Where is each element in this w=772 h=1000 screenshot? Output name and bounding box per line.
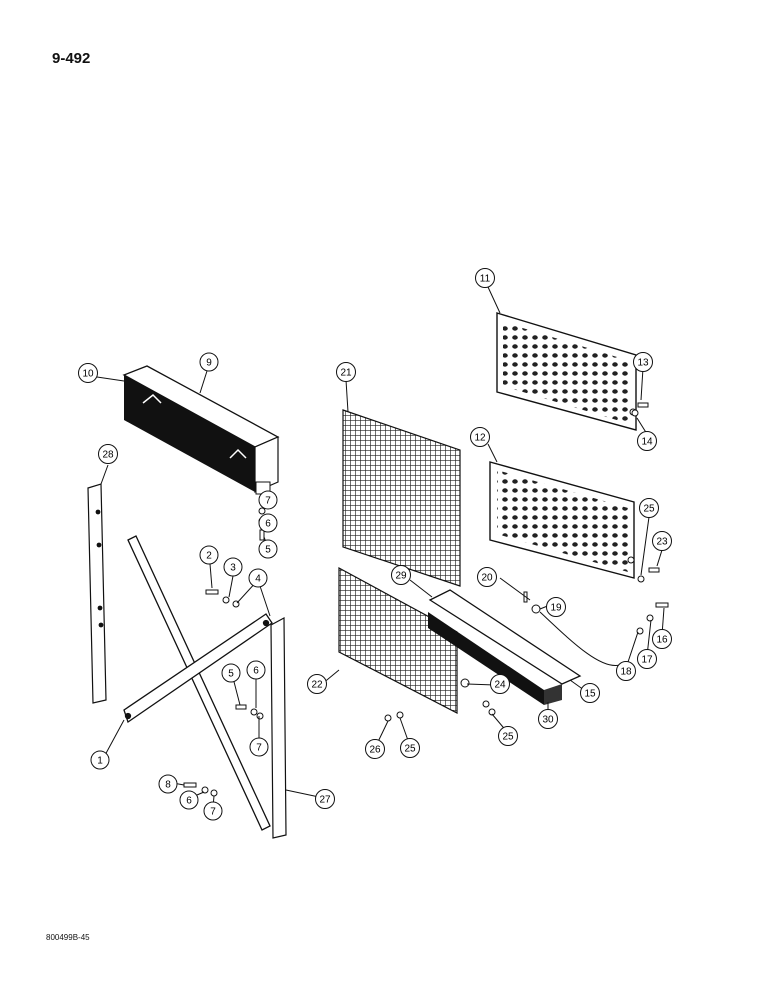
callout-10-label: 10 bbox=[82, 369, 94, 380]
callout-25c-label: 25 bbox=[404, 744, 416, 755]
callout-27-label: 27 bbox=[319, 795, 331, 806]
callout-9: 9 bbox=[199, 352, 219, 372]
callout-1: 1 bbox=[90, 750, 110, 770]
callout-30-label: 30 bbox=[542, 715, 554, 726]
vertical-bar-27 bbox=[270, 617, 287, 839]
callout-5a: 5 bbox=[258, 539, 278, 559]
callout-6b-label: 6 bbox=[253, 666, 259, 677]
callout-16: 16 bbox=[652, 629, 672, 649]
callout-25a: 25 bbox=[639, 498, 659, 518]
callout-7c: 7 bbox=[203, 801, 223, 821]
callout-6a: 6 bbox=[258, 513, 278, 533]
callout-23: 23 bbox=[652, 531, 672, 551]
callout-24-label: 24 bbox=[494, 680, 506, 691]
callout-5a-label: 5 bbox=[265, 545, 271, 556]
callout-20: 20 bbox=[477, 567, 497, 587]
callout-17-label: 17 bbox=[641, 655, 653, 666]
callout-26-label: 26 bbox=[369, 745, 381, 756]
callout-21: 21 bbox=[336, 362, 356, 382]
callout-30: 30 bbox=[538, 709, 558, 729]
x-brace bbox=[123, 535, 273, 831]
callout-11-label: 11 bbox=[480, 274, 491, 285]
callout-6c-label: 6 bbox=[186, 796, 192, 807]
lower-mesh-screen bbox=[338, 566, 458, 714]
callout-6c: 6 bbox=[179, 790, 199, 810]
callout-18-label: 18 bbox=[620, 667, 632, 678]
callout-21-label: 21 bbox=[340, 368, 352, 379]
callout-25b: 25 bbox=[498, 726, 518, 746]
callout-12: 12 bbox=[470, 427, 490, 447]
callout-29: 29 bbox=[391, 565, 411, 585]
callout-7b-label: 7 bbox=[256, 743, 262, 754]
callout-28-label: 28 bbox=[102, 450, 114, 461]
page-number: 9-492 bbox=[52, 50, 91, 67]
callout-11: 11 bbox=[475, 268, 495, 288]
vertical-bar-28 bbox=[87, 483, 107, 704]
callout-4-label: 4 bbox=[255, 574, 261, 585]
callout-7a: 7 bbox=[258, 490, 278, 510]
callout-9-label: 9 bbox=[206, 358, 212, 369]
callout-1-label: 1 bbox=[97, 756, 103, 767]
top-bracket bbox=[122, 365, 280, 495]
callout-10: 10 bbox=[78, 363, 98, 383]
callout-17: 17 bbox=[637, 649, 657, 669]
callout-18: 18 bbox=[616, 661, 636, 681]
callout-5b-label: 5 bbox=[228, 669, 234, 680]
callout-6a-label: 6 bbox=[265, 519, 271, 530]
upper-perforated-panel bbox=[496, 312, 637, 431]
callout-15: 15 bbox=[580, 683, 600, 703]
callout-22-label: 22 bbox=[311, 680, 323, 691]
callout-24: 24 bbox=[490, 674, 510, 694]
callout-25c: 25 bbox=[400, 738, 420, 758]
bottom-seal-bracket bbox=[428, 589, 582, 705]
callout-23-label: 23 bbox=[656, 537, 668, 548]
callout-26: 26 bbox=[365, 739, 385, 759]
callout-8-label: 8 bbox=[165, 780, 171, 791]
callout-7c-label: 7 bbox=[210, 807, 216, 818]
lower-perforated-panel bbox=[489, 461, 635, 579]
callout-16-label: 16 bbox=[656, 635, 668, 646]
callout-28: 28 bbox=[98, 444, 118, 464]
callout-7b: 7 bbox=[249, 737, 269, 757]
callout-3: 3 bbox=[223, 557, 243, 577]
callout-22: 22 bbox=[307, 674, 327, 694]
upper-mesh-screen bbox=[342, 409, 461, 587]
callout-19: 19 bbox=[546, 597, 566, 617]
callout-5b: 5 bbox=[221, 663, 241, 683]
callout-7a-label: 7 bbox=[265, 496, 271, 507]
callout-3-label: 3 bbox=[230, 563, 236, 574]
callout-13: 13 bbox=[633, 352, 653, 372]
figure-code: 800499B-45 bbox=[46, 933, 90, 942]
callout-29-label: 29 bbox=[395, 571, 407, 582]
callout-14-label: 14 bbox=[641, 437, 653, 448]
callout-14: 14 bbox=[637, 431, 657, 451]
callout-4: 4 bbox=[248, 568, 268, 588]
callout-6b: 6 bbox=[246, 660, 266, 680]
callout-19-label: 19 bbox=[550, 603, 562, 614]
callout-27: 27 bbox=[315, 789, 335, 809]
callout-2-label: 2 bbox=[206, 551, 212, 562]
callout-20-label: 20 bbox=[481, 573, 493, 584]
callout-8: 8 bbox=[158, 774, 178, 794]
callout-25a-label: 25 bbox=[643, 504, 655, 515]
callout-12-label: 12 bbox=[474, 433, 486, 444]
callout-13-label: 13 bbox=[637, 358, 649, 369]
callout-2: 2 bbox=[199, 545, 219, 565]
callout-25b-label: 25 bbox=[502, 732, 514, 743]
callout-15-label: 15 bbox=[584, 689, 596, 700]
